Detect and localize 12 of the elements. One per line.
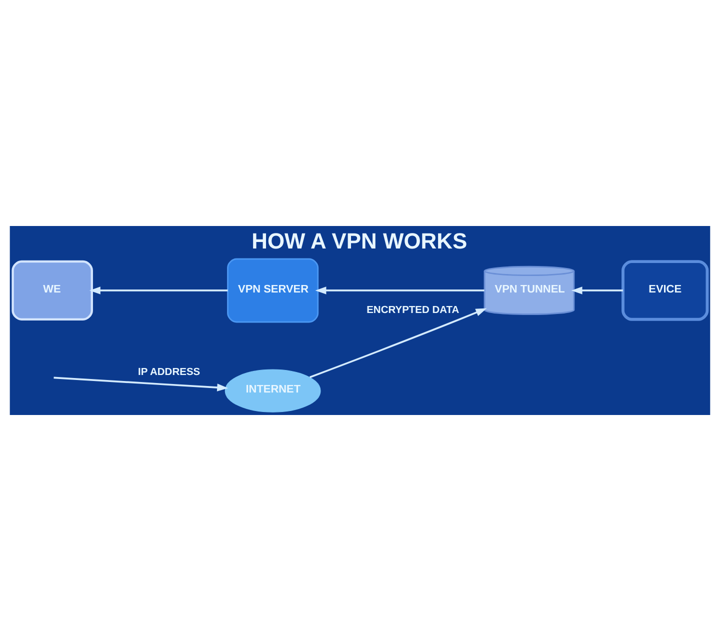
diagram-title: HOW A VPN WORKS bbox=[252, 228, 468, 254]
edge-label: ENCRYPTED DATA bbox=[366, 304, 460, 316]
node-ellipse: INTERNET bbox=[224, 368, 321, 412]
node-box: WE bbox=[12, 260, 93, 320]
node-box: VPN SERVER bbox=[227, 258, 319, 322]
arrow bbox=[310, 308, 487, 378]
arrow bbox=[54, 376, 228, 391]
edge-label: IP ADDRESS bbox=[138, 366, 200, 378]
arrow bbox=[571, 286, 623, 294]
node-box: EVICE bbox=[622, 260, 709, 320]
arrow bbox=[89, 286, 228, 294]
arrow bbox=[315, 286, 484, 294]
